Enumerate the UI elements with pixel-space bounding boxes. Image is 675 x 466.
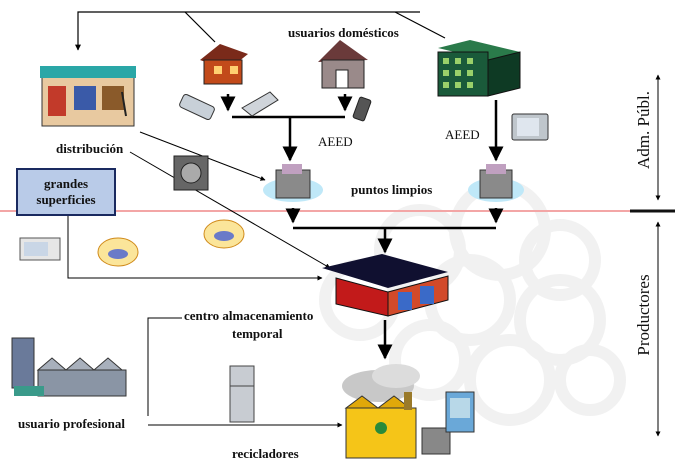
- warehouse-icon: [322, 254, 449, 317]
- shop-icon: [40, 66, 136, 127]
- bin-icon: [445, 391, 475, 433]
- iron-icon: [241, 91, 279, 117]
- aeed-right-label: AEED: [445, 127, 480, 142]
- house-icon: [200, 44, 248, 85]
- recicladores-label: recicladores: [232, 446, 299, 461]
- handshake-icon: [203, 219, 245, 249]
- grandes-superficies-box: grandes superficies: [16, 168, 116, 216]
- house-icon: [318, 40, 368, 89]
- recycling-plant-icon: [342, 364, 451, 459]
- fridge-icon: [229, 365, 255, 423]
- top-feedback-arrows: [75, 11, 446, 51]
- washing-machine-icon: [173, 155, 209, 191]
- building-icon: [437, 40, 521, 97]
- distribucion-label: distribución: [56, 141, 124, 156]
- puntos-limpios-label: puntos limpios: [351, 182, 433, 197]
- clean-point-icon: [468, 164, 524, 202]
- handshake-icon: [97, 237, 139, 267]
- factory-icon: [11, 337, 127, 397]
- usuarios-domesticos-label: usuarios domésticos: [288, 25, 399, 40]
- centro-almacenamiento-label: centro almacenamiento: [184, 308, 314, 323]
- productores-label: Productores: [634, 274, 653, 356]
- mobile-icon: [352, 96, 372, 122]
- puntos-to-centro-arrows: [285, 208, 504, 360]
- phone-icon: [179, 93, 215, 121]
- microwave-icon: [19, 237, 61, 261]
- centro-temporal-label: temporal: [232, 326, 283, 341]
- aeed-left-label: AEED: [318, 134, 353, 149]
- domestic-arrows: [220, 94, 504, 162]
- tv-icon: [511, 113, 549, 141]
- clean-point-icon: [263, 164, 323, 202]
- adm-publ-label: Adm. Públ.: [634, 91, 653, 169]
- usuario-profesional-label: usuario profesional: [18, 416, 126, 431]
